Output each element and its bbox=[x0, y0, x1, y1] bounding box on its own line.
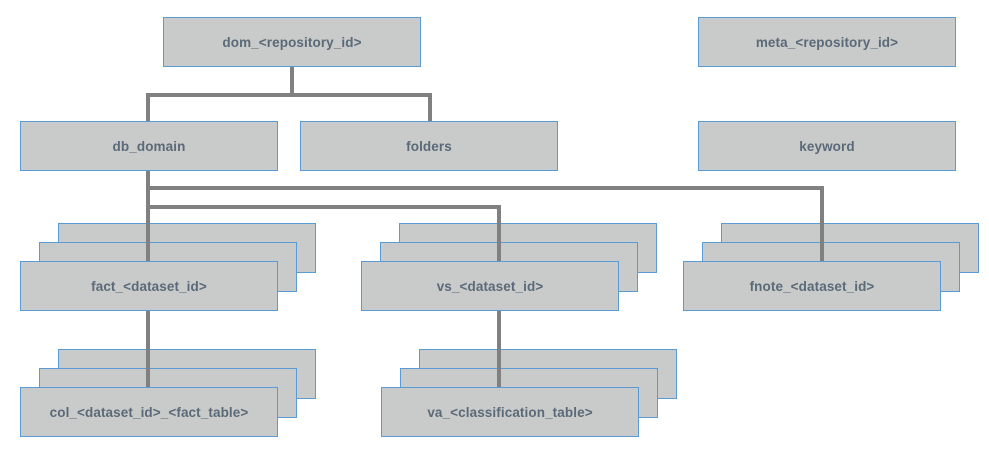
connector-db-domain-to-fnote-overlay bbox=[820, 223, 824, 263]
node-fact-dataset[interactable]: fact_<dataset_id> bbox=[20, 261, 278, 311]
connector-db-domain-to-vs-overlay bbox=[497, 223, 501, 265]
node-db-domain[interactable]: db_domain bbox=[20, 121, 278, 171]
connector-dom-to-folders bbox=[428, 93, 432, 122]
connector-db-domain-bus-fnote bbox=[146, 186, 824, 190]
connector-dom-to-db-domain bbox=[146, 93, 150, 122]
connector-db-domain-stem bbox=[146, 171, 150, 265]
node-va-classification-table[interactable]: va_<classification_table> bbox=[381, 387, 639, 437]
node-keyword[interactable]: keyword bbox=[698, 121, 956, 171]
connector-fact-to-col bbox=[146, 305, 150, 391]
connector-dom-bus bbox=[146, 93, 432, 97]
connector-vs-to-va-overlay bbox=[497, 349, 501, 389]
node-meta-repository[interactable]: meta_<repository_id> bbox=[698, 17, 956, 67]
connector-db-domain-stem-overlay bbox=[146, 223, 150, 265]
connector-fact-to-col-overlay bbox=[146, 349, 150, 389]
node-col-fact-table[interactable]: col_<dataset_id>_<fact_table> bbox=[20, 387, 278, 437]
connector-db-domain-bus-vs bbox=[146, 205, 501, 209]
connector-vs-to-va bbox=[497, 305, 501, 391]
node-dom-repository[interactable]: dom_<repository_id> bbox=[163, 17, 421, 67]
node-folders[interactable]: folders bbox=[300, 121, 558, 171]
node-vs-dataset[interactable]: vs_<dataset_id> bbox=[361, 261, 619, 311]
node-fnote-dataset[interactable]: fnote_<dataset_id> bbox=[683, 261, 941, 311]
connector-dom-stem bbox=[290, 67, 294, 97]
